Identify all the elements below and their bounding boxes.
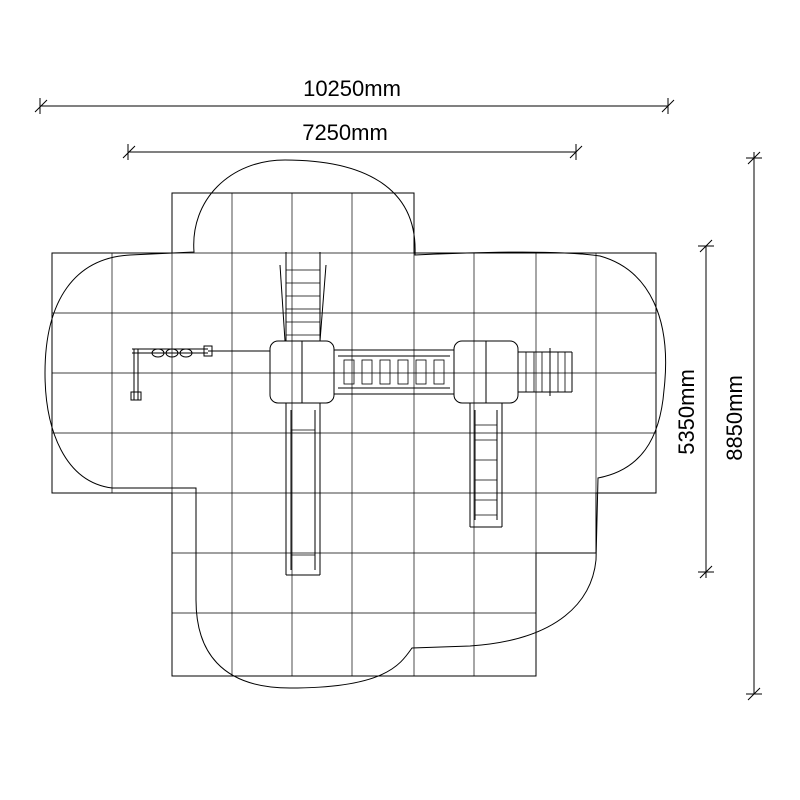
dimension-inner-width: 7250mm <box>122 120 583 160</box>
top-ladder <box>279 252 327 342</box>
dimension-overall-depth: 8850mm <box>722 151 762 701</box>
lower-ladder <box>469 403 503 528</box>
swing-frame <box>130 345 270 401</box>
dimension-inner-depth: 5350mm <box>674 239 714 579</box>
safety-zone-outline <box>44 159 667 689</box>
right-steps <box>518 348 573 396</box>
inner-depth-label: 5350mm <box>674 369 699 455</box>
inner-width-label: 7250mm <box>302 120 388 145</box>
dimension-overall-width: 10250mm <box>34 76 675 114</box>
right-tower <box>453 340 519 404</box>
overall-depth-label: 8850mm <box>722 375 747 461</box>
overall-width-label: 10250mm <box>303 76 401 101</box>
safety-surface-grid <box>51 192 657 677</box>
long-slide <box>285 403 321 576</box>
left-tower <box>269 340 335 404</box>
bridge <box>334 349 454 395</box>
